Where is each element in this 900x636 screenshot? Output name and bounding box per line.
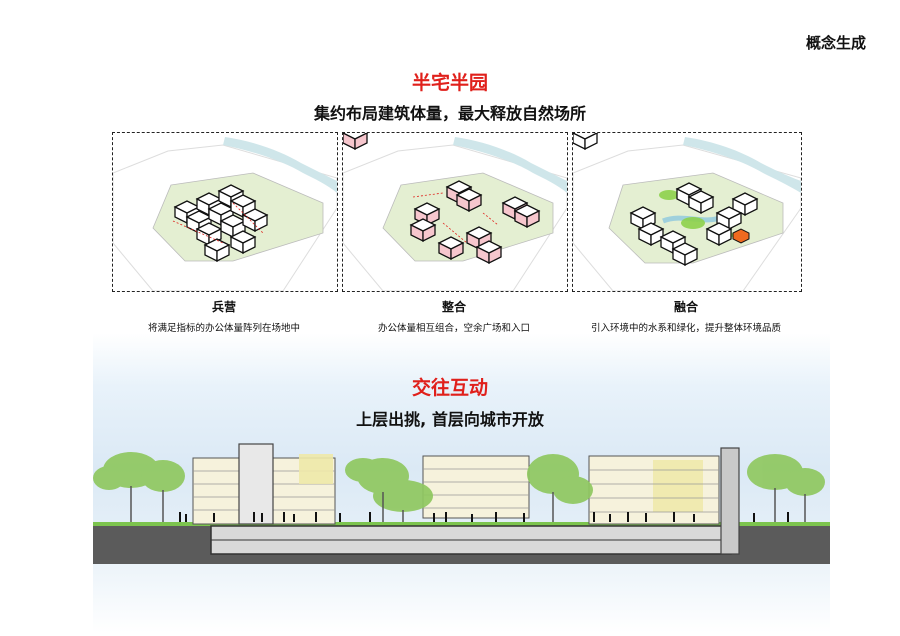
building-left (192, 443, 336, 525)
barracks-diagram (113, 137, 337, 291)
fusion-diagram (573, 133, 801, 291)
concept2-title: 交往互动 (411, 377, 488, 399)
panel-fusion-desc: 引入环境中的水系和绿化，提升整体环境品质 (590, 323, 781, 334)
page-label: 概念生成 (805, 34, 866, 52)
concept1-title: 半宅半园 (411, 72, 488, 94)
concept1-subtitle: 集约布局建筑体量，最大释放自然场所 (313, 104, 586, 123)
building-middle (422, 455, 530, 519)
panel-barracks-title: 兵营 (211, 300, 236, 314)
building-section-drawing (93, 443, 830, 564)
lawn-line (93, 522, 830, 526)
building-right (588, 447, 740, 555)
panel-integration (342, 132, 568, 292)
trees (93, 452, 825, 512)
concept2-subtitle: 上层出挑, 首层向城市开放 (356, 410, 544, 429)
panel-barracks-desc: 将满足指标的办公体量阵列在场地中 (147, 323, 300, 334)
panel-fusion (572, 132, 802, 292)
panel-integration-title: 整合 (441, 300, 466, 314)
panel-barracks (112, 132, 338, 292)
integration-diagram (343, 133, 567, 291)
panel-fusion-title: 融合 (673, 300, 698, 314)
panel-integration-desc: 办公体量相互组合，空余广场和入口 (377, 323, 530, 334)
tree-trunks (130, 486, 806, 522)
people (179, 512, 789, 522)
